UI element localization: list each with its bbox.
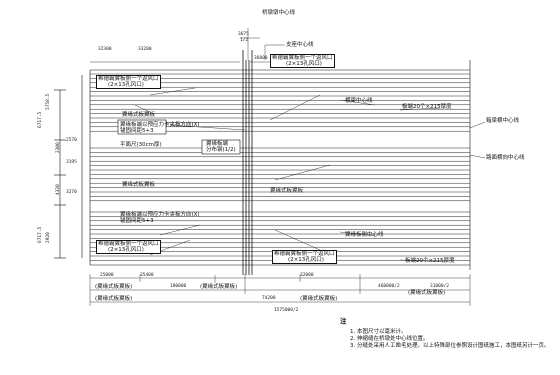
flange-slab-upper-label: 翼缘式板翼板 xyxy=(122,112,156,118)
small-dim-3: 3270 xyxy=(66,190,77,195)
diaphragm-centerline-label: 横梁中心线 xyxy=(345,98,373,104)
top-width-dim: 3675 xyxy=(238,32,249,37)
vertical-dim-1: 5758.5 xyxy=(46,93,51,110)
bottom-dim-4: 460000/2 xyxy=(378,284,400,289)
expansion-vent-lower-left-label: 希德霸翼板侧一个返风口 (2×13孔风口) xyxy=(96,240,161,254)
expansion-vent-top-sub: (2×13孔风口) xyxy=(286,61,322,67)
top-left-dim-1: 32300 xyxy=(98,47,112,52)
notes-title: 注 xyxy=(340,317,347,325)
support-centerline-label: 支座中心线 xyxy=(286,42,314,48)
note-item-2: 2. 伸缩缝在桥墩处中心线位置。 xyxy=(350,336,429,342)
pier-center-lines xyxy=(242,50,253,275)
expansion-vent-lower-left-sub: (2×13孔风口) xyxy=(108,247,144,253)
expansion-vent-left-label: 希德霸翼板侧一个返风口 (2×13孔风口) xyxy=(96,75,161,89)
bottom-total-left: 74200 xyxy=(262,296,276,301)
vertical-dim-4: 4320 xyxy=(56,184,61,195)
top-left-dim-2: 33200 xyxy=(138,47,152,52)
bottom-left-label: (翼缘式板翼板) xyxy=(95,284,133,290)
prestress-note-upper: 翼缘板端以预应力卡夹板方向(X) 锚固间距5+3 xyxy=(120,122,200,134)
top-width-sub: 1/2 xyxy=(240,38,249,43)
small-dim-1: 2570 xyxy=(66,138,77,143)
bottom-mid-label: (翼缘式板翼板) xyxy=(200,284,238,290)
top-right-dim: 36000 xyxy=(254,56,268,61)
expansion-vent-top-label: 希德霸翼板侧一个返风口 (2×13孔风口) xyxy=(270,54,335,68)
expansion-vent-lower-sub: (2×13孔风口) xyxy=(288,257,324,263)
expansion-vent-top-text: 希德霸翼板侧一个返风口 xyxy=(272,55,333,61)
road-centerline-label: 路面横向中心线 xyxy=(486,155,525,161)
expansion-vent-lower-text: 希德霸翼板侧一个返风口 xyxy=(274,251,335,257)
bottom-dim-2: 180000 xyxy=(170,284,187,289)
lower-right-centerline-label: 翼缘板侧中心线 xyxy=(345,232,384,238)
expansion-vent-lower-left-text: 希德霸翼板侧一个返风口 xyxy=(98,241,159,247)
note-item-3: 3. 分缝处采用人工凿毛处理。以上特殊部位参照设计图纸施工，本图纸另计一页。 xyxy=(350,343,550,349)
small-dim-2: 3195 xyxy=(66,160,77,165)
prestress-note-upper-a: 翼缘板端以预应力卡夹板方向(X) xyxy=(120,122,200,128)
bottom-right-label: (翼缘式板翼板) xyxy=(408,290,446,296)
expansion-vent-left-sub: (2×13孔风口) xyxy=(108,82,144,88)
vertical-dim-6: 6717.5 xyxy=(38,226,43,243)
prestress-note-lower-b: 锚固间距5+3 xyxy=(120,218,154,224)
notes-block: 注 1. 本图尺寸以毫米计。 2. 伸缩缝在桥墩处中心线位置。 3. 分缝处采用… xyxy=(340,318,555,350)
pier-centerline-label: 桥墩墩中心线 xyxy=(262,10,296,16)
slab-end-lower-label: 板端20个×215厚度 xyxy=(405,258,455,264)
expansion-vent-lower-label: 希德霸翼板侧一个返风口 (2×13孔风口) xyxy=(272,250,337,264)
bottom-total: 1575000/2 xyxy=(274,308,299,313)
thickness-label: 平面尺(30cm厚) xyxy=(120,142,162,148)
flange-slab-lower-right-label: 翼缘式板翼板 xyxy=(270,188,304,194)
callout-boxes xyxy=(117,119,241,155)
prestress-note-lower: 翼缘板端以预应力卡夹板方向(X) 锚固间距5+3 xyxy=(120,212,200,224)
bottom-dim-1: 25000 xyxy=(100,273,114,278)
expansion-vent-left-text: 希德霸翼板侧一个返风口 xyxy=(98,76,159,82)
flange-slab-lower-label: 翼缘式板翼板 xyxy=(122,182,156,188)
bottom-left-label-2: (翼缘式板翼板) xyxy=(95,296,133,302)
vertical-dim-3: 2300 xyxy=(56,142,61,153)
prestress-note-lower-a: 翼缘板端以预应力卡夹板方向(X) xyxy=(120,212,200,218)
mid-box-sub: 分布钢(1/2) xyxy=(206,147,236,153)
box-girder-centerline-label: 箱梁横中心线 xyxy=(486,118,520,124)
bottom-mid-label-2: (翼缘式板翼板) xyxy=(300,296,338,302)
mid-box-label: 翼缘板端 分布钢(1/2) xyxy=(206,141,236,153)
slab-end-upper-label: 板端20个×215厚度 xyxy=(402,104,452,110)
vertical-dim-2: 6717.5 xyxy=(38,111,43,128)
vertical-dim-5: 2920 xyxy=(46,232,51,243)
bottom-dim-6: 31000/2 xyxy=(430,284,449,289)
note-item-1: 1. 本图尺寸以毫米计。 xyxy=(350,329,407,335)
bottom-dim-5: 32000 xyxy=(300,273,314,278)
bottom-dim-3: 35400 xyxy=(140,273,154,278)
drawing-frame xyxy=(54,60,471,270)
mid-box-text: 翼缘板端 xyxy=(206,141,229,147)
prestress-note-upper-b: 锚固间距5+3 xyxy=(120,128,154,134)
